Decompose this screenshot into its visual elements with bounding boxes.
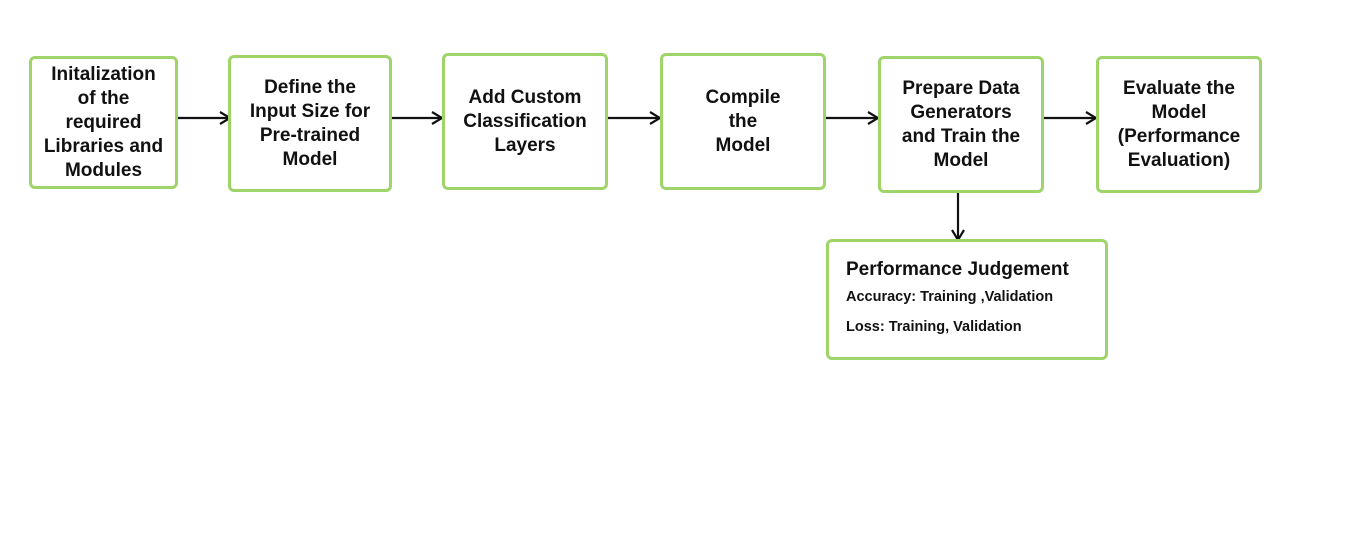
step-define-input-size-label: Define the Input Size for Pre-trained Mo… — [249, 76, 371, 170]
step-evaluate-model: Evaluate the Model (Performance Evaluati… — [1096, 56, 1262, 193]
performance-judgement-box: Performance Judgement Accuracy: Training… — [826, 239, 1108, 360]
step-compile-model-label: Compile the Model — [705, 86, 781, 156]
step-add-custom-layers-label: Add Custom Classification Layers — [463, 86, 587, 156]
step-add-custom-layers: Add Custom Classification Layers — [442, 53, 608, 190]
step-initialization: Initalization of the required Libraries … — [29, 56, 178, 189]
step-train-model: Prepare Data Generators and Train the Mo… — [878, 56, 1044, 193]
step-evaluate-model-label: Evaluate the Model (Performance Evaluati… — [1117, 77, 1241, 171]
performance-judgement-title: Performance Judgement — [846, 259, 1069, 280]
loss-line: Loss: Training, Validation — [846, 319, 1022, 335]
step-compile-model: Compile the Model — [660, 53, 826, 190]
step-train-model-label: Prepare Data Generators and Train the Mo… — [901, 77, 1021, 171]
accuracy-line: Accuracy: Training ,Validation — [846, 289, 1054, 305]
step-initialization-label: Initalization of the required Libraries … — [43, 63, 164, 181]
step-define-input-size: Define the Input Size for Pre-trained Mo… — [228, 55, 392, 192]
